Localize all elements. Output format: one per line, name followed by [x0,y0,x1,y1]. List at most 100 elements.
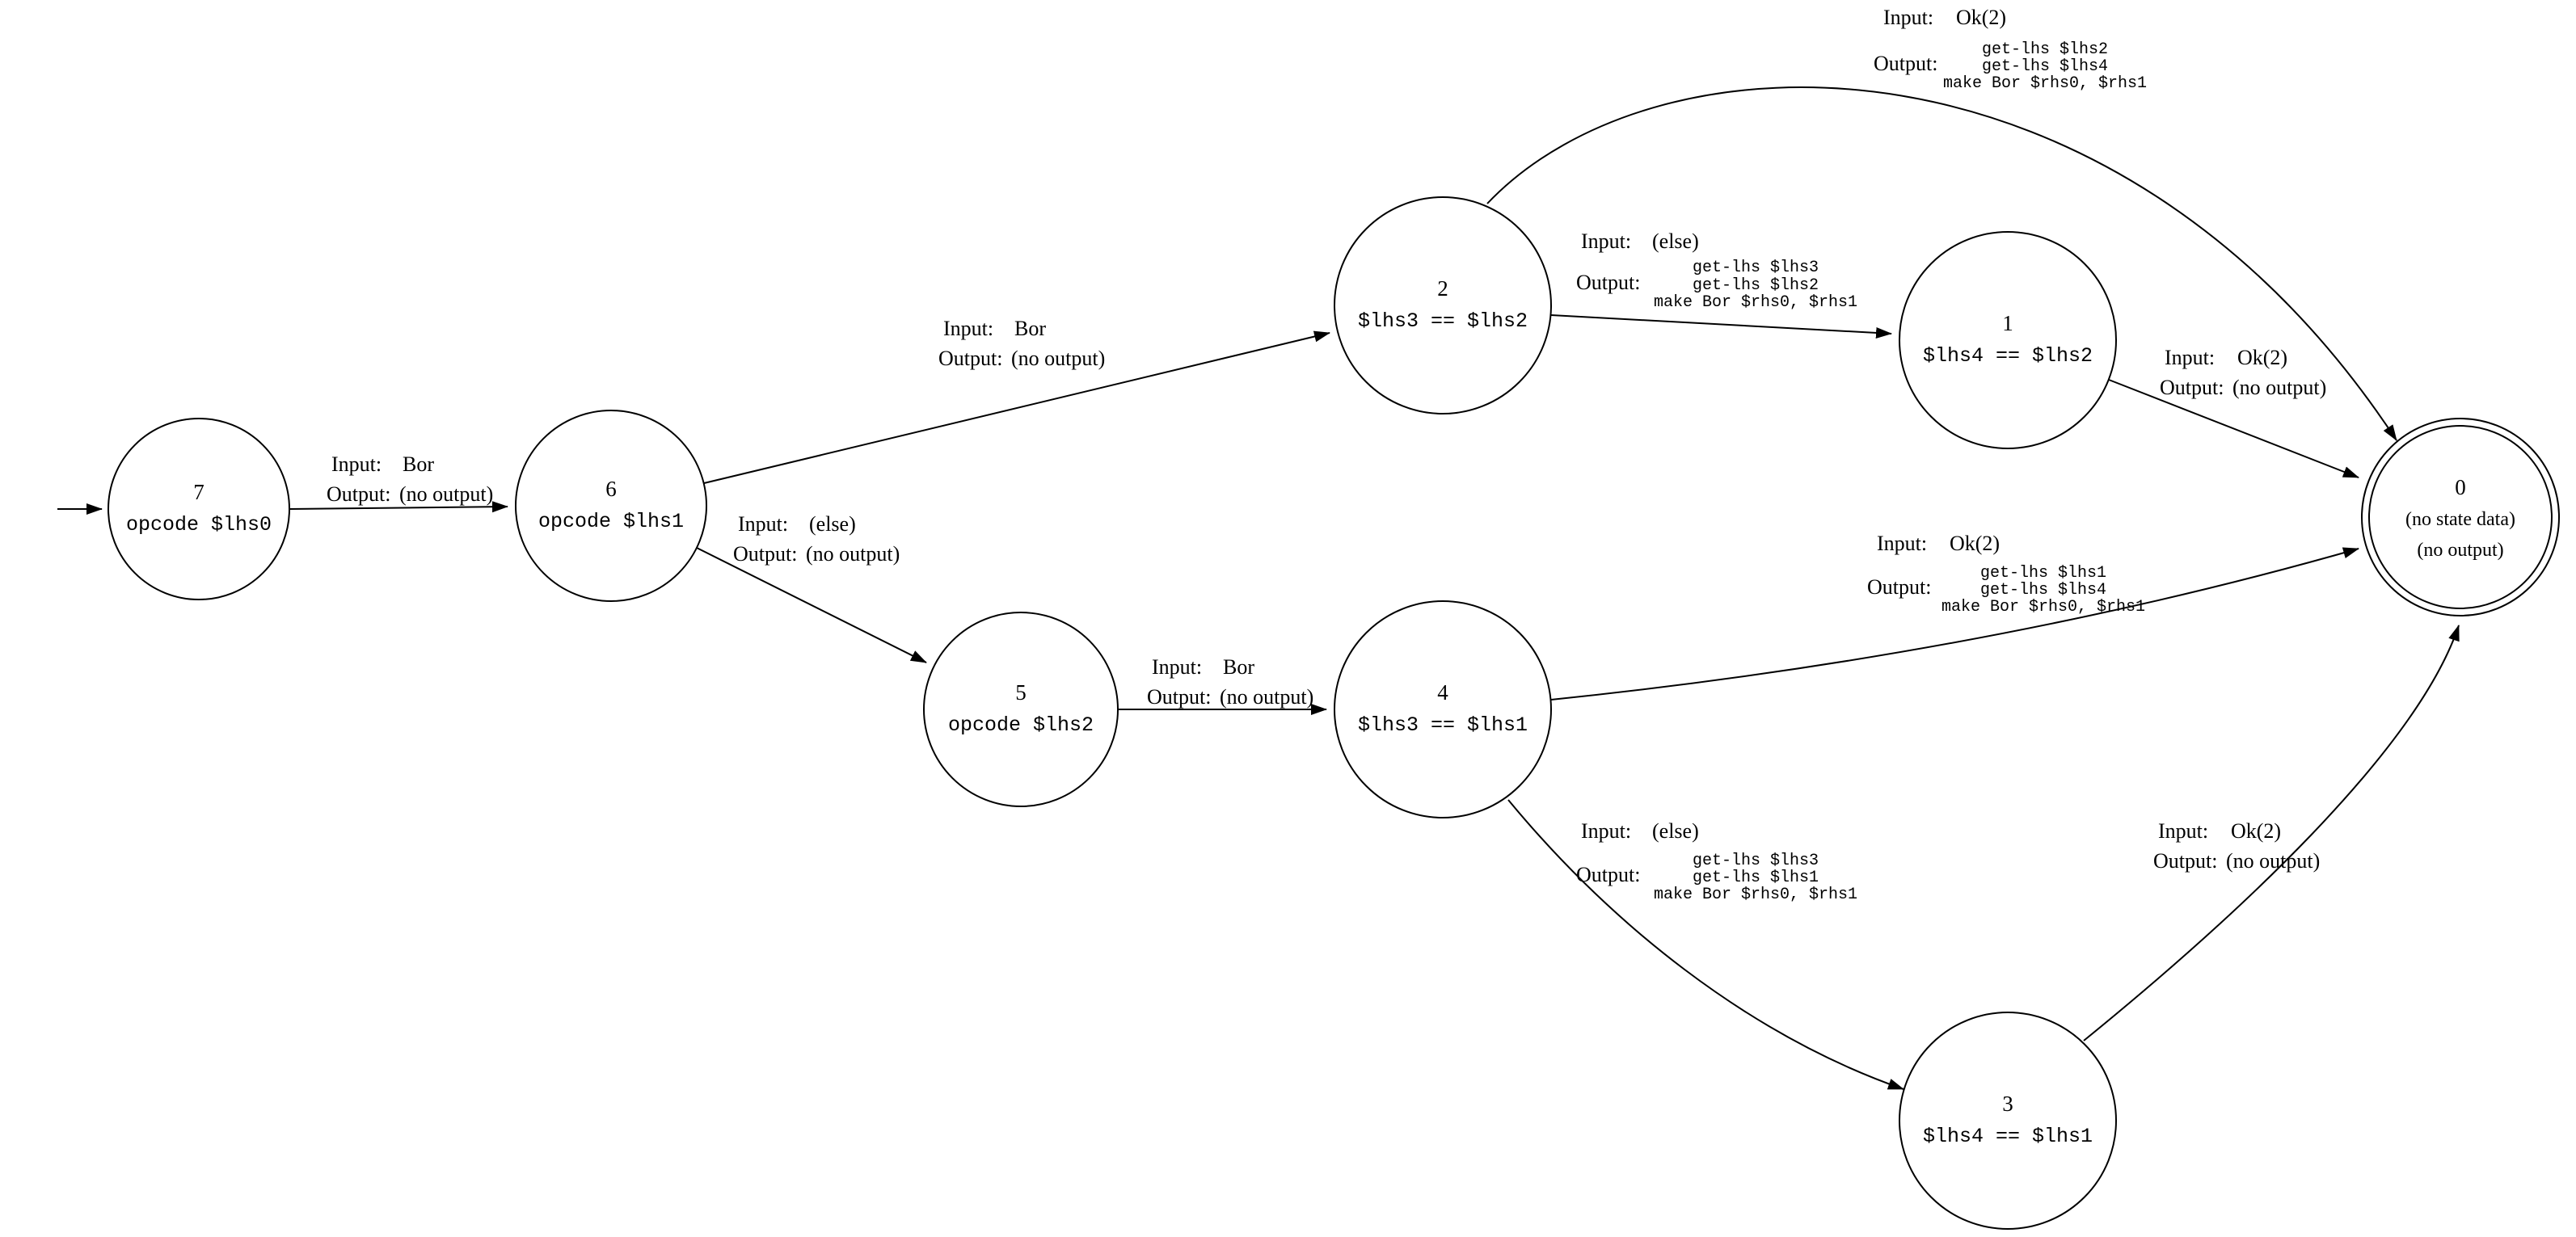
edge-4-to-3 [1507,799,1904,1090]
edge-label-2-1: Input: (else) Output: get-lhs $lhs3 get-… [1576,229,1857,312]
output-line-3: make Bor $rhs0, $rhs1 [1941,598,2145,616]
output-value: (no output) [806,542,900,566]
edge-3-to-0 [2083,625,2460,1041]
node-0-detail2: (no output) [2417,540,2503,561]
output-line-3: make Bor $rhs0, $rhs1 [1943,74,2147,93]
output-label: Output: [1576,863,1640,886]
output-line-2: get-lhs $lhs1 [1693,869,1819,887]
input-label: Input: [1883,6,1933,29]
output-label: Output: [1576,271,1640,294]
node-2-detail: $lhs3 == $lhs2 [1358,309,1528,333]
input-value: Ok(2) [2231,819,2281,843]
edge-2-to-0 [1486,86,2397,441]
node-0-id: 0 [2455,475,2466,499]
edge-6-to-5 [696,547,927,663]
input-label: Input: [1152,655,1202,679]
edge-7-to-6 [289,501,508,513]
edge-label-4-0: Input: Ok(2) Output: get-lhs $lhs1 get-l… [1867,532,2145,616]
node-5-id: 5 [1015,680,1027,705]
output-label: Output: [1874,52,1937,75]
node-1-id: 1 [2002,311,2013,335]
edge-label-4-3: Input: (else) Output: get-lhs $lhs3 get-… [1576,819,1857,904]
output-label: Output: [1867,575,1931,599]
input-label: Input: [2165,346,2215,369]
edge-label-3-0: Input: Ok(2) Output: (no output) [2153,819,2320,873]
input-label: Input: [1877,532,1927,555]
edge-label-7-6: Input: Bor Output: (no output) [327,452,493,506]
output-line-1: get-lhs $lhs1 [1980,564,2106,583]
output-line-2: get-lhs $lhs4 [1980,581,2106,600]
node-0-inner-circle [2368,425,2553,609]
input-value: Ok(2) [1956,6,2006,29]
node-0-accepting-state: 0 (no state data) (no output) [2361,418,2560,616]
node-3-id: 3 [2002,1092,2013,1116]
input-value: (else) [809,512,856,536]
node-6-id: 6 [605,477,617,501]
output-value: (no output) [1220,685,1313,709]
output-value: (no output) [399,482,493,506]
edge-4-to-0 [1550,547,2359,701]
input-label: Input: [2158,819,2208,843]
node-3-circle [1899,1012,2117,1230]
node-1: 1 $lhs4 == $lhs2 [1899,231,2117,449]
output-line-2: get-lhs $lhs4 [1982,57,2108,76]
edge-label-6-2: Input: Bor Output: (no output) [938,317,1105,370]
node-6-circle [515,410,707,602]
node-2-circle [1334,196,1552,414]
output-line-1: get-lhs $lhs2 [1982,40,2108,59]
node-7-detail: opcode $lhs0 [126,513,272,536]
input-value: Bor [1014,317,1046,340]
edge-label-2-0: Input: Ok(2) Output: get-lhs $lhs2 get-l… [1874,6,2147,93]
output-line-3: make Bor $rhs0, $rhs1 [1654,886,1857,904]
node-3: 3 $lhs4 == $lhs1 [1899,1012,2117,1230]
node-5-circle [923,612,1119,807]
node-6: 6 opcode $lhs1 [515,410,707,602]
output-value: (no output) [1011,347,1105,370]
input-label: Input: [738,512,788,536]
node-2-id: 2 [1437,276,1448,301]
node-4-circle [1334,600,1552,818]
output-label: Output: [327,482,390,506]
input-label: Input: [943,317,993,340]
input-value: (else) [1652,229,1699,253]
input-value: (else) [1652,819,1699,843]
node-0-detail: (no state data) [2405,509,2515,530]
node-1-detail: $lhs4 == $lhs2 [1923,344,2093,368]
input-value: Bor [403,452,434,476]
node-7-id: 7 [193,480,204,504]
node-7: 7 opcode $lhs0 [108,418,290,600]
output-label: Output: [733,542,797,566]
input-label: Input: [1581,229,1631,253]
edge-label-1-0: Input: Ok(2) Output: (no output) [2160,346,2326,399]
edge-6-to-2 [703,330,1330,484]
node-4-id: 4 [1437,680,1448,705]
output-line-1: get-lhs $lhs3 [1693,259,1819,277]
node-5-detail: opcode $lhs2 [948,713,1094,737]
output-label: Output: [1147,685,1211,709]
node-4-detail: $lhs3 == $lhs1 [1358,713,1528,737]
input-value: Ok(2) [1950,532,2000,555]
output-value: (no output) [2226,849,2320,873]
node-2: 2 $lhs3 == $lhs2 [1334,196,1552,414]
edge-label-5-4: Input: Bor Output: (no output) [1147,655,1313,709]
output-value: (no output) [2232,376,2326,399]
input-value: Ok(2) [2237,346,2287,369]
output-label: Output: [938,347,1002,370]
node-3-detail: $lhs4 == $lhs1 [1923,1125,2093,1148]
edge-label-6-5: Input: (else) Output: (no output) [733,512,900,566]
output-line-1: get-lhs $lhs3 [1693,852,1819,870]
output-line-2: get-lhs $lhs2 [1693,276,1819,295]
node-4: 4 $lhs3 == $lhs1 [1334,600,1552,818]
node-6-detail: opcode $lhs1 [538,510,684,533]
edges-layer [57,86,2460,1090]
output-label: Output: [2160,376,2224,399]
node-7-circle [108,418,290,600]
node-5: 5 opcode $lhs2 [923,612,1119,807]
input-value: Bor [1223,655,1254,679]
output-line-3: make Bor $rhs0, $rhs1 [1654,293,1857,312]
input-label: Input: [331,452,382,476]
edge-2-to-1 [1550,314,1892,339]
output-label: Output: [2153,849,2217,873]
edge-1-to-0 [2108,379,2359,478]
